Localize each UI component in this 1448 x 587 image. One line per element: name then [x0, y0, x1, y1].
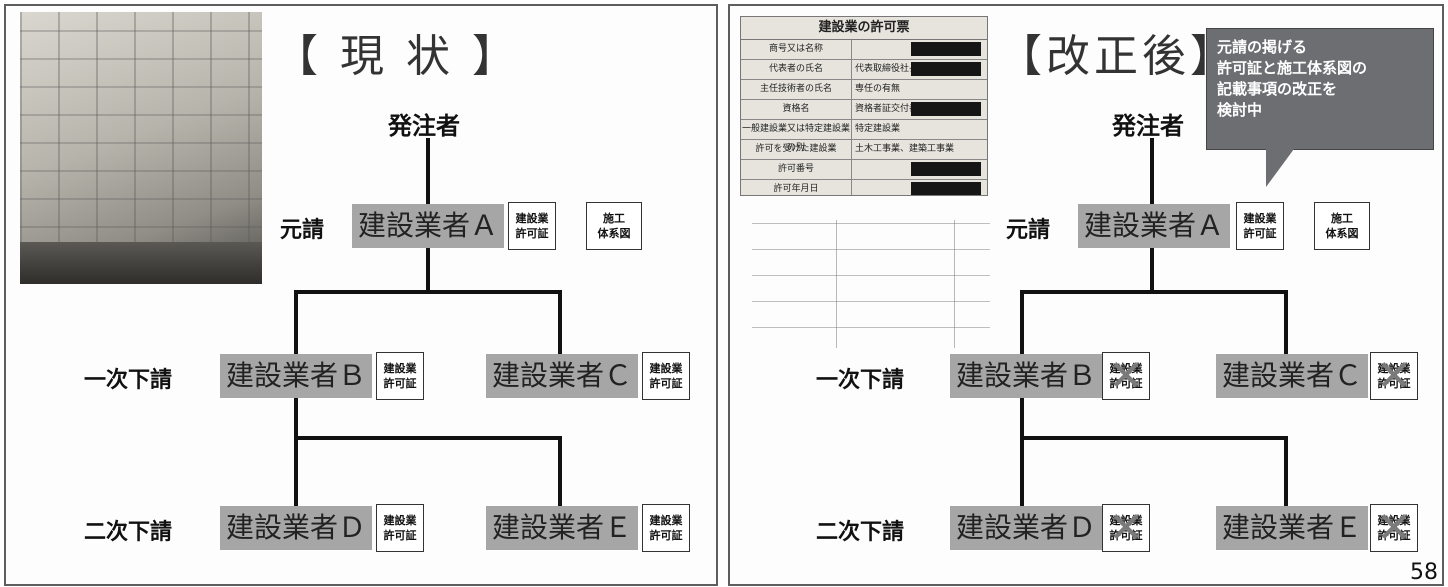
- revision-callout: 元請の掲げる 許可証と施工体系図の 記載事項の改正を 検討中: [1206, 28, 1434, 150]
- connector-second-tier-bar: [1020, 436, 1288, 440]
- contractor-a: 建設業者Ａ: [352, 204, 505, 248]
- connector-a-down: [1150, 248, 1154, 292]
- orderer-label: 発注者: [1112, 112, 1184, 140]
- permit-card-b-removed: 建設業許可証 ✕: [1102, 352, 1150, 400]
- connector-to-b: [1020, 290, 1024, 354]
- prime-contractor-label: 元請: [1006, 218, 1051, 243]
- connector-second-tier-bar: [294, 436, 562, 440]
- permit-card-c: 建設業許可証: [642, 352, 690, 400]
- after-revision-panel: 建設業の許可票 商号又は名称 代表者の氏名代表取締役社長 主任技術者の氏名専任の…: [728, 4, 1444, 586]
- connector-orderer-a: [426, 138, 430, 206]
- prime-contractor-label: 元請: [280, 218, 325, 243]
- connector-to-b: [294, 290, 298, 354]
- permit-card-e: 建設業許可証: [642, 504, 690, 552]
- system-chart-card: 施工体系図: [586, 202, 642, 250]
- connector-first-tier-bar: [294, 290, 562, 294]
- connector-to-e: [558, 436, 562, 506]
- permit-doc-row: 主任技術者の氏名専任の有無: [741, 80, 987, 100]
- second-tier-label: 二次下請: [84, 520, 173, 545]
- permit-doc-row: 代表者の氏名代表取締役社長: [741, 60, 987, 80]
- connector-b-down: [294, 398, 298, 506]
- system-chart-card: 施工体系図: [1314, 202, 1370, 250]
- connector-orderer-a: [1150, 138, 1154, 206]
- site-permit-board-photo: [20, 12, 262, 284]
- contractor-d: 建設業者Ｄ: [220, 506, 373, 550]
- contractor-d: 建設業者Ｄ: [950, 506, 1103, 550]
- permit-card-a: 建設業許可証: [1236, 202, 1284, 250]
- permit-doc-title: 建設業の許可票: [741, 17, 987, 40]
- connector-first-tier-bar: [1020, 290, 1288, 294]
- connector-a-down: [426, 248, 430, 292]
- permit-card-d-removed: 建設業許可証 ✕: [1102, 504, 1150, 552]
- permit-doc-row: 資格名資格者証交付番号: [741, 100, 987, 120]
- current-state-panel: 【 現 状 】 発注者 元請 建設業者Ａ 建設業許可証 施工体系図 一次下請 建…: [4, 4, 718, 586]
- contractor-e: 建設業者Ｅ: [1216, 506, 1369, 550]
- connector-b-down: [1020, 398, 1024, 506]
- permit-doc-row: 許可年月日: [741, 180, 987, 195]
- cross-mark-icon: ✕: [1108, 503, 1144, 552]
- cross-mark-icon: ✕: [1376, 351, 1412, 400]
- page-number: 58: [1410, 560, 1438, 585]
- connector-to-c: [558, 290, 562, 354]
- permit-board-document: 建設業の許可票 商号又は名称 代表者の氏名代表取締役社長 主任技術者の氏名専任の…: [740, 16, 988, 196]
- first-tier-label: 一次下請: [816, 368, 905, 393]
- contractor-c: 建設業者Ｃ: [1216, 354, 1369, 398]
- permit-card-e-removed: 建設業許可証 ✕: [1370, 504, 1418, 552]
- permit-doc-row: 一般建設業又は特定建設業の別特定建設業: [741, 120, 987, 153]
- cross-mark-icon: ✕: [1376, 503, 1412, 552]
- connector-to-c: [1284, 290, 1288, 354]
- callout-tail: [1266, 149, 1294, 187]
- system-chart-thumbnail: [752, 220, 990, 348]
- contractor-b: 建設業者Ｂ: [220, 354, 373, 398]
- permit-doc-row: 許可を受けた建設業土木工事業、建築工事業: [741, 140, 987, 160]
- second-tier-label: 二次下請: [816, 520, 905, 545]
- connector-to-e: [1284, 436, 1288, 506]
- permit-card-a: 建設業許可証: [508, 202, 556, 250]
- permit-doc-row: 許可番号: [741, 160, 987, 180]
- after-revision-title: 【改正後】: [998, 31, 1238, 82]
- contractor-b: 建設業者Ｂ: [950, 354, 1103, 398]
- contractor-e: 建設業者Ｅ: [486, 506, 639, 550]
- cross-mark-icon: ✕: [1108, 351, 1144, 400]
- first-tier-label: 一次下請: [84, 368, 173, 393]
- contractor-c: 建設業者Ｃ: [486, 354, 639, 398]
- permit-card-d: 建設業許可証: [376, 504, 424, 552]
- permit-card-c-removed: 建設業許可証 ✕: [1370, 352, 1418, 400]
- current-state-title: 【 現 状 】: [274, 31, 520, 82]
- orderer-label: 発注者: [388, 112, 460, 140]
- contractor-a: 建設業者Ａ: [1078, 204, 1231, 248]
- permit-doc-row: 商号又は名称: [741, 40, 987, 60]
- permit-card-b: 建設業許可証: [376, 352, 424, 400]
